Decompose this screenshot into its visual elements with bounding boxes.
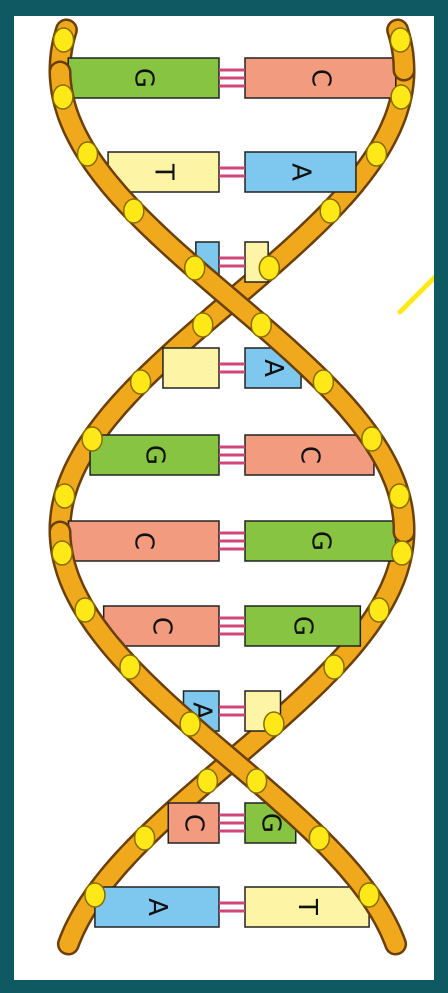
- phosphate-dot: [54, 28, 74, 52]
- phosphate-dot: [197, 769, 217, 793]
- phosphate-dot: [82, 427, 102, 451]
- phosphate-dot: [55, 484, 75, 508]
- base-letter-right: C: [305, 69, 335, 87]
- base-letter-left: C: [146, 617, 176, 635]
- phosphate-dot: [359, 883, 379, 907]
- phosphate-dot: [185, 256, 205, 280]
- base-letter-left: C: [179, 814, 209, 832]
- phosphate-dot: [120, 655, 140, 679]
- phosphate-dot: [180, 712, 200, 736]
- phosphate-dot: [135, 826, 155, 850]
- base-letter-left: C: [129, 532, 159, 550]
- base-letter-right: G: [305, 531, 335, 551]
- phosphate-dot: [391, 85, 411, 109]
- phosphate-dot: [131, 370, 151, 394]
- phosphate-dot: [52, 541, 72, 565]
- arrow-pointer-icon: [400, 274, 438, 312]
- phosphate-dot: [324, 655, 344, 679]
- base-letter-left: T: [149, 163, 179, 180]
- phosphate-dot: [85, 883, 105, 907]
- phosphate-dot: [264, 712, 284, 736]
- phosphate-dot: [53, 85, 73, 109]
- base-letter-right: T: [292, 898, 322, 915]
- phosphate-dot: [124, 199, 144, 223]
- phosphate-dot: [259, 256, 279, 280]
- base-letter-left: G: [140, 445, 170, 465]
- base-letter-right: C: [294, 446, 324, 464]
- phosphate-dot: [193, 313, 213, 337]
- phosphate-dot: [75, 598, 95, 622]
- base-letter-right: A: [258, 359, 288, 377]
- base-letter-right: G: [288, 616, 318, 636]
- phosphate-dot: [392, 541, 412, 565]
- base-T-block: [163, 348, 219, 388]
- base-letter-right: A: [285, 163, 315, 181]
- phosphate-dot: [320, 199, 340, 223]
- phosphate-dot: [366, 142, 386, 166]
- base-letter-left: A: [142, 898, 172, 916]
- base-letter-left: G: [129, 68, 159, 88]
- phosphate-dot: [362, 427, 382, 451]
- phosphate-dot: [247, 769, 267, 793]
- phosphate-dot: [78, 142, 98, 166]
- phosphate-dot: [369, 598, 389, 622]
- phosphate-dot: [389, 484, 409, 508]
- phosphate-dot: [251, 313, 271, 337]
- phosphate-dot: [313, 370, 333, 394]
- phosphate-dot: [390, 28, 410, 52]
- phosphate-dot: [309, 826, 329, 850]
